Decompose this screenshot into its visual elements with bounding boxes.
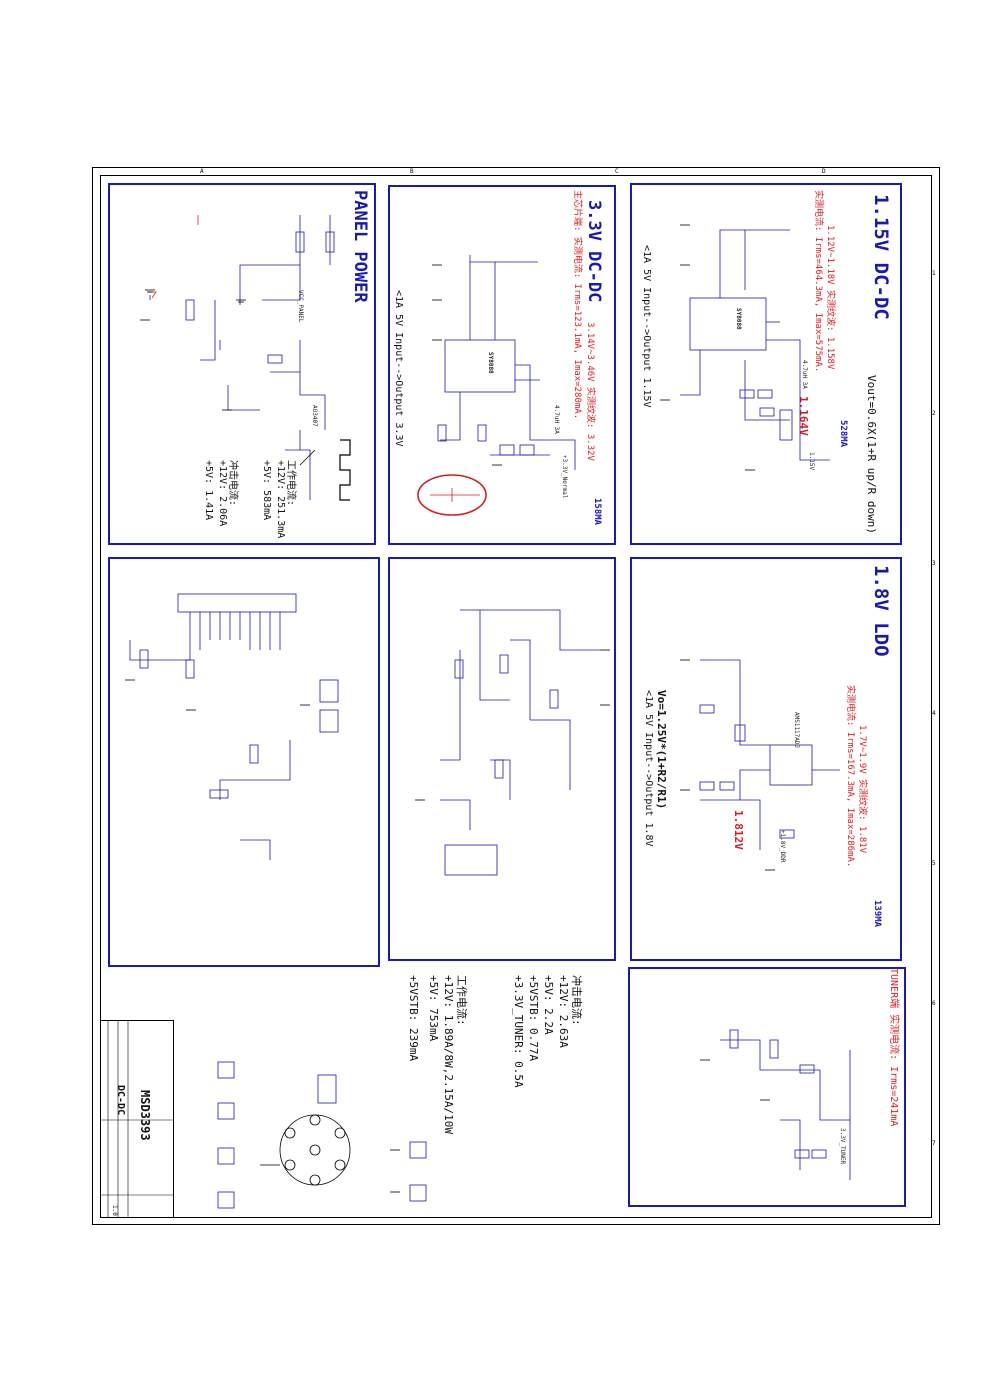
ruler-number: 6 bbox=[932, 1000, 936, 1007]
ruler-letter: D bbox=[822, 168, 826, 175]
ruler-number: 7 bbox=[932, 1140, 936, 1147]
ruler-number: 3 bbox=[932, 560, 936, 567]
ruler-number: 5 bbox=[932, 860, 936, 867]
title-block bbox=[100, 1020, 174, 1218]
dc33-block bbox=[388, 185, 616, 545]
panel-power-block bbox=[108, 183, 376, 545]
ruler-letter: C bbox=[615, 168, 619, 175]
title-project: MSD3393 bbox=[138, 1090, 152, 1141]
schematic-inner-border bbox=[100, 175, 932, 1218]
ruler-number: 4 bbox=[932, 710, 936, 717]
ruler-number: 2 bbox=[932, 410, 936, 417]
title-rev: 1.0 bbox=[111, 1205, 118, 1216]
highlight-circle bbox=[417, 474, 487, 516]
ruler-number: 1 bbox=[932, 270, 936, 277]
ruler-letter: B bbox=[410, 168, 414, 175]
title-sheet-name: DC-DC bbox=[115, 1085, 126, 1116]
panel-connector-block bbox=[108, 557, 380, 967]
schematic-sheet-border bbox=[92, 167, 940, 1225]
dc115-block bbox=[630, 183, 902, 545]
backlight-control-block bbox=[388, 557, 616, 961]
tuner-block bbox=[628, 967, 906, 1207]
ruler-letter: A bbox=[200, 168, 204, 175]
ldo18-block bbox=[630, 557, 902, 961]
